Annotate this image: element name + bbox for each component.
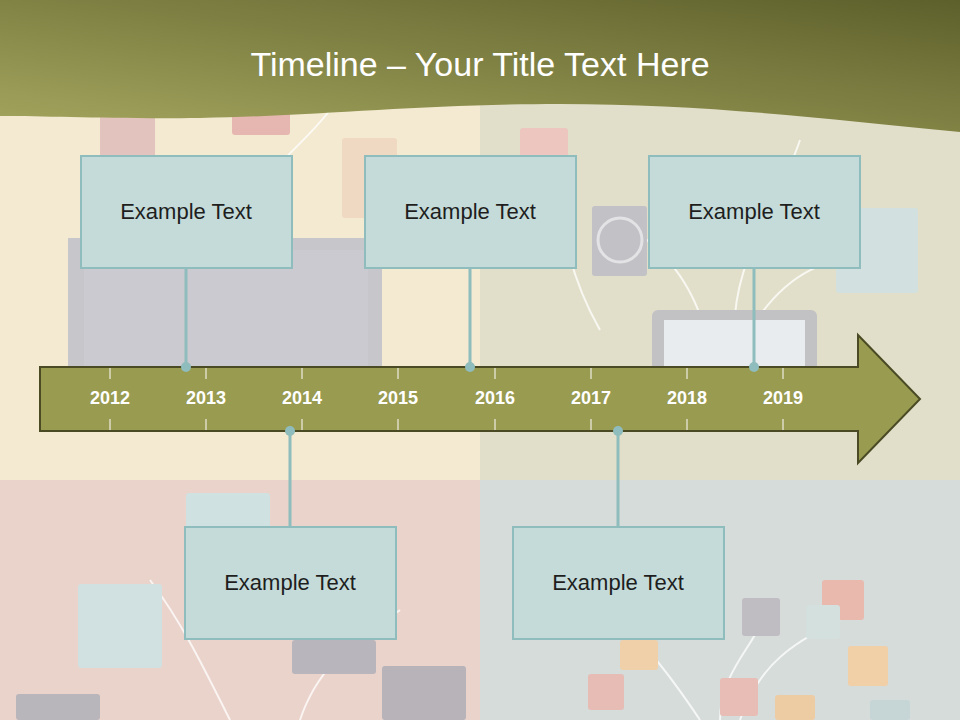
- timeline-box: Example Text: [80, 155, 293, 269]
- year-tick: [206, 368, 207, 379]
- year-label: 2017: [571, 389, 611, 409]
- background-quadrant: [0, 480, 480, 720]
- icon-tile: [870, 700, 910, 720]
- year-tick: [591, 419, 592, 430]
- box-text: Example Text: [404, 199, 536, 225]
- year-label: 2016: [475, 389, 515, 409]
- icon-tile: [806, 605, 840, 639]
- icon-tile: [720, 678, 758, 716]
- timeline-box: Example Text: [512, 526, 725, 640]
- box-text: Example Text: [688, 199, 820, 225]
- year-tick: [687, 419, 688, 430]
- leader-dot: [181, 362, 191, 372]
- box-text: Example Text: [120, 199, 252, 225]
- year-label: 2019: [763, 389, 803, 409]
- leader-line: [617, 431, 620, 526]
- year-tick: [591, 368, 592, 379]
- leader-line: [753, 269, 756, 367]
- year-tick: [783, 419, 784, 430]
- icon-tile: [775, 695, 815, 720]
- leader-line: [289, 431, 292, 526]
- year-tick: [783, 368, 784, 379]
- year-tick: [302, 368, 303, 379]
- year-tick: [398, 419, 399, 430]
- timeline-box: Example Text: [364, 155, 577, 269]
- year-tick: [110, 419, 111, 430]
- leader-dot: [613, 426, 623, 436]
- timeline-box: Example Text: [648, 155, 861, 269]
- year-tick: [495, 368, 496, 379]
- year-tick: [302, 419, 303, 430]
- icon-tile: [620, 640, 658, 670]
- icon-tile: [848, 646, 888, 686]
- year-tick: [495, 419, 496, 430]
- header-band: [0, 0, 960, 132]
- leader-dot: [465, 362, 475, 372]
- tablet-screen: [664, 320, 805, 372]
- play-icon: [598, 218, 642, 262]
- year-tick: [206, 419, 207, 430]
- timeline-box: Example Text: [184, 526, 397, 640]
- year-label: 2012: [90, 389, 130, 409]
- leader-dot: [749, 362, 759, 372]
- slide-title: Timeline – Your Title Text Here: [0, 44, 960, 85]
- timeline-arrow: [40, 335, 920, 463]
- icon-tile: [16, 694, 100, 720]
- year-label: 2018: [667, 389, 707, 409]
- icon-tile: [382, 666, 466, 720]
- leader-line: [469, 269, 472, 367]
- year-tick: [398, 368, 399, 379]
- leader-dot: [285, 426, 295, 436]
- tablet-frame: [652, 310, 817, 372]
- year-tick: [110, 368, 111, 379]
- box-text: Example Text: [224, 570, 356, 596]
- icon-tile: [742, 598, 780, 636]
- leader-line: [185, 269, 188, 367]
- year-label: 2015: [378, 389, 418, 409]
- icon-tile: [588, 674, 624, 710]
- box-text: Example Text: [552, 570, 684, 596]
- icon-tile: [78, 584, 162, 668]
- icon-tile: [292, 640, 376, 674]
- year-label: 2013: [186, 389, 226, 409]
- year-label: 2014: [282, 389, 322, 409]
- background-quadrant: [480, 480, 960, 720]
- icon-tile: [592, 206, 647, 276]
- year-tick: [687, 368, 688, 379]
